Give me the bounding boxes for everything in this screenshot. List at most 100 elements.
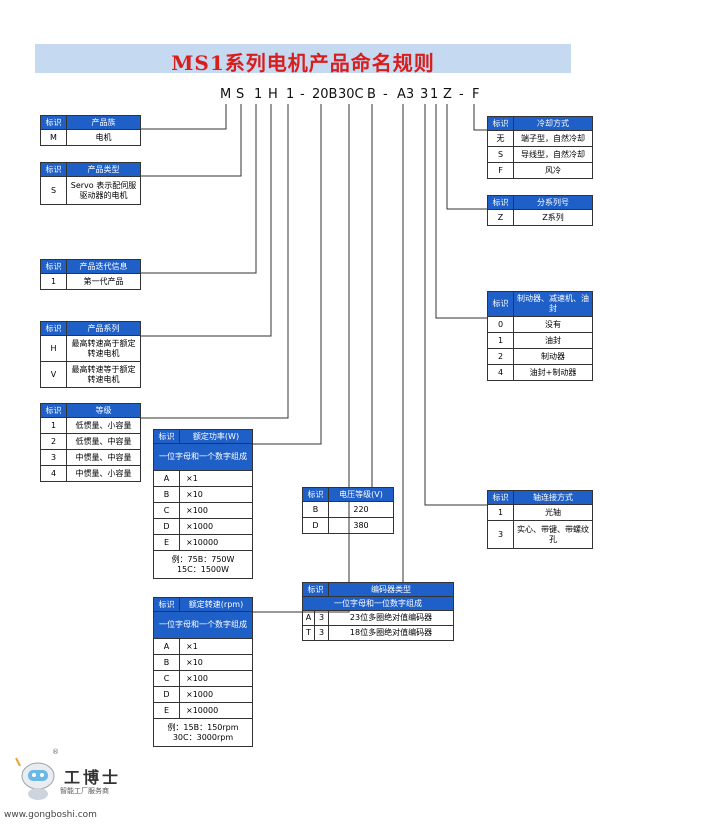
table-cell: ×100 bbox=[179, 670, 253, 687]
connector-type bbox=[141, 104, 242, 177]
table-cell: B bbox=[302, 501, 329, 518]
table-cell: ×1 bbox=[179, 638, 253, 655]
connector-subseries bbox=[446, 104, 487, 210]
table-cell: B bbox=[153, 486, 180, 503]
table-cell: A bbox=[153, 638, 180, 655]
table-cell: 220 bbox=[328, 501, 394, 518]
table-cell: 0 bbox=[487, 316, 514, 333]
code-char: 30C bbox=[338, 87, 364, 102]
header-id: 标识 bbox=[40, 321, 67, 336]
table-cell: 3 bbox=[40, 449, 67, 466]
connector-family bbox=[141, 104, 227, 130]
table-cell: T bbox=[302, 625, 315, 641]
header-label: 额定功率(W) bbox=[179, 429, 253, 444]
example-line: 30C：3000rpm bbox=[172, 732, 234, 742]
table-cell: 380 bbox=[328, 517, 394, 534]
table-subheader: 一位字母和一个数字组成 bbox=[153, 443, 253, 471]
connector-power bbox=[253, 104, 322, 445]
table-cell: 4 bbox=[487, 364, 514, 381]
header-id: 标识 bbox=[487, 195, 514, 210]
table-cell: ×1000 bbox=[179, 518, 253, 535]
table-cell: A bbox=[153, 470, 180, 487]
table-cell: 低惯量、小容量 bbox=[66, 417, 141, 434]
connector-brake bbox=[435, 104, 487, 319]
header-label: 冷却方式 bbox=[513, 116, 593, 131]
table-cell: 油封 bbox=[513, 332, 593, 349]
registered-mark: ® bbox=[52, 748, 59, 756]
table-cell: D bbox=[302, 517, 329, 534]
table-cell: F bbox=[487, 162, 514, 179]
table-cell: 无 bbox=[487, 130, 514, 147]
table-cell: 最高转速等于额定转速电机 bbox=[66, 361, 141, 388]
header-label: 产品类型 bbox=[66, 162, 141, 177]
header-label: 产品系列 bbox=[66, 321, 141, 336]
robot-mascot-icon bbox=[15, 757, 55, 800]
table-cell: ×10 bbox=[179, 486, 253, 503]
code-char: 20B bbox=[312, 87, 338, 102]
header-label: 额定转速(rpm) bbox=[179, 597, 253, 612]
header-id: 标识 bbox=[40, 403, 67, 418]
table-cell: ×10 bbox=[179, 654, 253, 671]
header-id: 标识 bbox=[40, 115, 67, 130]
code-char: - bbox=[383, 87, 388, 102]
table-cell: 导线型，自然冷却 bbox=[513, 146, 593, 163]
header-id: 标识 bbox=[487, 291, 514, 317]
title-banner: MS1系列电机产品命名规则 bbox=[35, 44, 571, 75]
table-cell: 电机 bbox=[66, 129, 141, 146]
header-label: 分系列号 bbox=[513, 195, 593, 210]
table-cell: H bbox=[40, 335, 67, 362]
code-char: S bbox=[236, 87, 245, 102]
header-label: 制动器、减速机、油封 bbox=[513, 291, 593, 317]
header-id: 标识 bbox=[153, 597, 180, 612]
table-cell: ×1000 bbox=[179, 686, 253, 703]
table-cell: 2 bbox=[40, 433, 67, 450]
example-line: 例：75B：750W bbox=[171, 554, 235, 564]
table-cell: 制动器 bbox=[513, 348, 593, 365]
connector-gen bbox=[141, 104, 257, 274]
header-id: 标识 bbox=[487, 490, 514, 505]
header-label: 产品迭代信息 bbox=[66, 259, 141, 274]
table-cell: B bbox=[153, 654, 180, 671]
connector-cooling bbox=[473, 104, 487, 131]
code-char: Z bbox=[443, 87, 452, 102]
logo-url: www.gongboshi.com bbox=[4, 810, 97, 820]
table-cell: 3 bbox=[314, 610, 329, 626]
code-char: M bbox=[220, 87, 232, 102]
connector-speed bbox=[253, 104, 350, 613]
connector-series bbox=[141, 104, 272, 337]
connector-grade bbox=[141, 104, 289, 419]
header-id: 标识 bbox=[40, 162, 67, 177]
table-cell: 中惯量、小容量 bbox=[66, 465, 141, 482]
table-cell: ×1 bbox=[179, 470, 253, 487]
table-cell: 1 bbox=[40, 273, 67, 290]
table-cell: ×100 bbox=[179, 502, 253, 519]
table-cell: A bbox=[302, 610, 315, 626]
table-cell: 低惯量、中容量 bbox=[66, 433, 141, 450]
header-id: 标识 bbox=[487, 116, 514, 131]
header-label: 轴连接方式 bbox=[513, 490, 593, 505]
table-cell: 光轴 bbox=[513, 504, 593, 521]
code-char: - bbox=[300, 87, 305, 102]
header-label: 编码器类型 bbox=[328, 582, 454, 597]
connector-shaft bbox=[424, 104, 487, 506]
table-cell: 18位多圈绝对值编码器 bbox=[328, 625, 454, 641]
table-subheader: 一位字母和一个数字组成 bbox=[153, 611, 253, 639]
table-cell: 最高转速高于额定转速电机 bbox=[66, 335, 141, 362]
code-char: - bbox=[459, 87, 464, 102]
table-cell: Z bbox=[487, 209, 514, 226]
table-cell: 风冷 bbox=[513, 162, 593, 179]
table-cell: 第一代产品 bbox=[66, 273, 141, 290]
table-cell: S bbox=[487, 146, 514, 163]
table-cell: 2 bbox=[487, 348, 514, 365]
code-char: 3 bbox=[420, 87, 429, 102]
header-id: 标识 bbox=[40, 259, 67, 274]
